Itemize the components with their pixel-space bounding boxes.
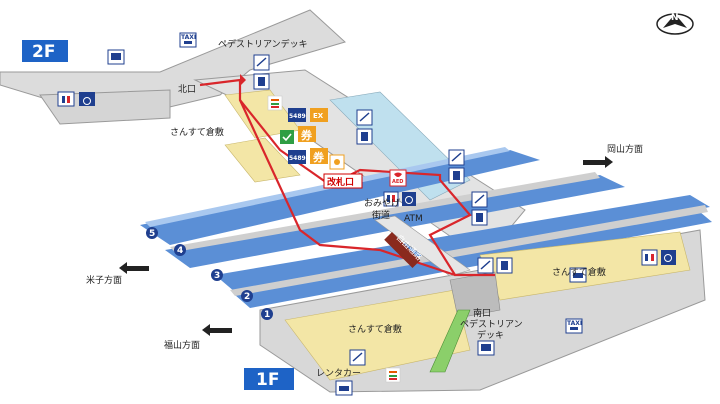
- omiyage-label-line2: 街道: [372, 209, 390, 221]
- atm-label: ATM: [404, 214, 423, 224]
- route-arrow-north: [240, 74, 246, 86]
- escalator-icon-east: [356, 109, 373, 126]
- accessible-icon-2f: [79, 92, 95, 106]
- svg-text:1: 1: [264, 310, 270, 320]
- svg-text:券: 券: [300, 128, 313, 142]
- platform-marker-4: 4: [174, 244, 186, 256]
- bus-icon-south: [477, 340, 495, 356]
- pedestrian-deck-north-label: ペデストリアンデッキ: [218, 38, 308, 50]
- sansute-north-block: [224, 137, 301, 183]
- 5489-icon-2: 5489: [288, 150, 306, 164]
- platform-4-5: [170, 172, 600, 252]
- escalator-icon-platform-1: [477, 257, 494, 274]
- taxi-icon-south: TAXI: [565, 318, 583, 334]
- sansute-east-label: さんすて倉敷: [552, 266, 606, 278]
- track-band-3: [215, 195, 710, 292]
- north-exit-label: 北口: [178, 84, 196, 95]
- convenience-store-icon-north: [267, 95, 283, 111]
- escalator-icon-south: [349, 349, 366, 366]
- svg-text:4: 4: [177, 246, 183, 256]
- track-band-2: [235, 212, 712, 308]
- okayama-direction-label: 岡山方面: [607, 143, 643, 155]
- compass-icon: N: [656, 13, 694, 35]
- omiyage-label-line1: おみやげ: [364, 198, 400, 209]
- bus-icon-north: [107, 49, 125, 65]
- fukuyama-direction-arrow: [202, 324, 232, 336]
- svg-text:5489: 5489: [289, 155, 306, 162]
- svg-text:TAXI: TAXI: [567, 320, 582, 327]
- restroom-icon-concourse: [383, 191, 399, 207]
- sansute-south-label: さんすて倉敷: [348, 323, 402, 335]
- elevator-icon-east: [356, 128, 373, 145]
- svg-text:EX: EX: [313, 112, 324, 120]
- platform-marker-3: 3: [211, 269, 223, 281]
- ticket-machine-icon-1: 券: [298, 126, 316, 142]
- restroom-icon-east: [641, 249, 658, 266]
- svg-text:TAXI: TAXI: [181, 34, 196, 41]
- fukuyama-direction-label: 福山方面: [164, 339, 200, 351]
- ticket-gate-sign: 改札口: [323, 173, 363, 189]
- yonago-direction-arrow: [119, 262, 149, 274]
- car-icon-east: [569, 267, 587, 283]
- accessible-icon-east: [661, 250, 676, 265]
- car-icon-south: [335, 380, 353, 396]
- svg-text:N: N: [671, 13, 679, 23]
- pedestrian-deck-south-label-line1: ペデストリアン: [460, 318, 523, 330]
- elevator-icon-north: [253, 73, 270, 90]
- info-icon: [329, 154, 345, 170]
- svg-text:5: 5: [149, 229, 155, 239]
- green-window-icon: [280, 130, 294, 144]
- sansute-north-label: さんすて倉敷: [170, 126, 224, 138]
- restroom-icon-2f: [57, 91, 75, 107]
- ticket-machine-icon-2: 券: [310, 148, 328, 164]
- elevator-icon-platform-1: [496, 257, 513, 274]
- 2f-floor-label: 2F: [32, 42, 55, 62]
- aed-icon: AED: [389, 169, 407, 187]
- elevator-icon-platform-23: [471, 209, 488, 226]
- pedestrian-deck-south-label-line2: デッキ: [477, 329, 504, 341]
- south-exit-label: 南口: [473, 307, 491, 319]
- rental-car-label: レンタカー: [316, 368, 361, 379]
- escalator-icon-platform-23: [471, 191, 488, 208]
- svg-text:券: 券: [312, 150, 325, 164]
- convenience-store-icon-south: [385, 367, 401, 383]
- svg-text:2: 2: [244, 292, 250, 302]
- svg-text:AED: AED: [392, 179, 403, 185]
- escalator-icon-north: [253, 54, 270, 71]
- accessible-icon-concourse: [402, 192, 416, 206]
- 1f-floor-tag: [244, 368, 294, 390]
- platform-2-3: [230, 205, 708, 296]
- south-escalator: [429, 309, 471, 373]
- escalator-icon-platform-45: [448, 149, 465, 166]
- ex-icon: EX: [310, 108, 328, 122]
- 1f-floor-label: 1F: [256, 370, 279, 390]
- taxi-icon-north: TAXI: [179, 32, 197, 48]
- yonago-direction-label: 米子方面: [86, 274, 122, 286]
- sansute-south-block: [284, 289, 471, 381]
- svg-text:改札口: 改札口: [327, 176, 354, 188]
- okayama-direction-arrow: [583, 156, 613, 168]
- elevator-icon-platform-45: [448, 167, 465, 184]
- svg-text:5489: 5489: [289, 113, 306, 120]
- 5489-icon-1: 5489: [288, 108, 306, 122]
- platform-marker-1: 1: [261, 308, 273, 320]
- track-band-5: [140, 150, 540, 245]
- 2f-floor-tag: [22, 40, 68, 62]
- platform-marker-2: 2: [241, 290, 253, 302]
- platform-marker-5: 5: [146, 227, 158, 239]
- svg-text:3: 3: [214, 271, 220, 281]
